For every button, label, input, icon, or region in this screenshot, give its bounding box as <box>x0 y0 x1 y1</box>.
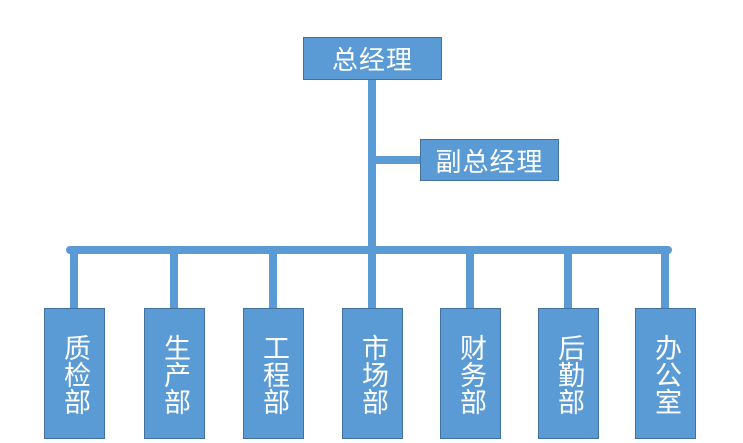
department-label: 质检部 <box>59 334 90 415</box>
general-manager-label: 总经理 <box>331 46 413 76</box>
department-box-finance: 财务部 <box>440 308 501 439</box>
department-label: 财务部 <box>455 334 486 415</box>
deputy-general-manager-label: 副总经理 <box>435 147 544 178</box>
department-box-logistics: 后勤部 <box>538 308 599 439</box>
department-box-quality: 质检部 <box>44 308 105 439</box>
department-box-engineering: 工程部 <box>243 308 304 439</box>
department-label: 后勤部 <box>553 334 584 415</box>
deputy-general-manager-box: 副总经理 <box>420 139 559 181</box>
department-box-marketing: 市场部 <box>342 308 403 439</box>
department-box-office: 办公室 <box>635 308 696 439</box>
department-box-production: 生产部 <box>144 308 205 439</box>
department-label: 市场部 <box>357 334 388 415</box>
department-label: 办公室 <box>650 334 681 415</box>
department-label: 工程部 <box>258 334 289 415</box>
general-manager-box: 总经理 <box>303 37 442 80</box>
department-label: 生产部 <box>159 334 190 415</box>
